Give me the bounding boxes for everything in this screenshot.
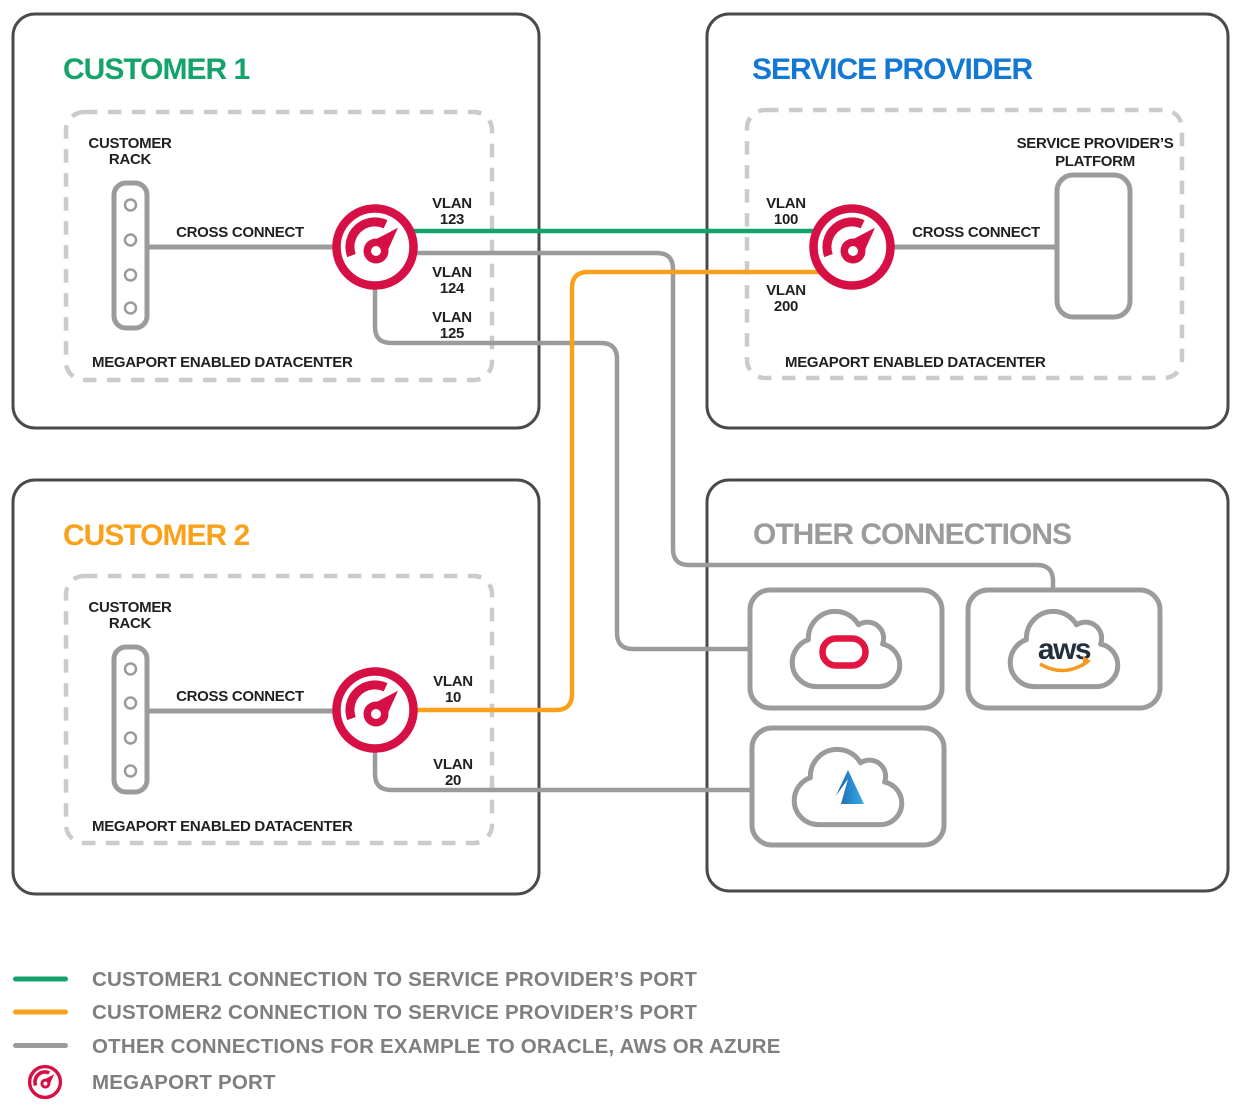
legend-megaport-port-icon (27, 1064, 63, 1100)
service-provider-platform-shape (1054, 172, 1133, 320)
customer2-to-provider-line (380, 269, 848, 713)
aws-cloud-icon: aws (1010, 611, 1118, 686)
customer1-rack-label-line2: RACK (109, 151, 152, 168)
service-provider-datacenter-dashed-box (744, 107, 1185, 381)
aws-logo-text: aws (1038, 633, 1091, 666)
customer2-rack-label-line1: CUSTOMER (88, 599, 172, 616)
provider-platform-label-line1: SERVICE PROVIDER’S (1017, 135, 1174, 152)
legend-orange-swatch (13, 1009, 68, 1015)
aws-card: aws (965, 587, 1163, 711)
oracle-cloud-icon (792, 611, 900, 686)
vlan-100-label-line1: VLAN (766, 195, 806, 212)
customer1-rack (111, 180, 150, 331)
vlan-200-label-line2: 200 (774, 298, 798, 315)
vlan-20-label-line1: VLAN (433, 756, 473, 773)
vlan-20-label-line2: 20 (445, 772, 461, 789)
customer2-cross-connect-label: CROSS CONNECT (176, 688, 304, 705)
customer2-rack (111, 644, 150, 795)
customer2-rack-label-line2: RACK (109, 615, 152, 632)
provider-datacenter-label: MEGAPORT ENABLED DATACENTER (785, 354, 1046, 371)
vlan-124-label-line1: VLAN (432, 264, 472, 281)
vlan125-to-oracle-line (372, 252, 754, 652)
customer1-megaport-port-icon (337, 209, 414, 286)
customer1-cross-connect-label: CROSS CONNECT (176, 224, 304, 241)
vlan-10-label-line1: VLAN (433, 673, 473, 690)
vlan-200-label-line1: VLAN (766, 282, 806, 299)
azure-cloud-icon (794, 749, 902, 824)
vlan-100-label-line2: 100 (774, 211, 798, 228)
oracle-card (747, 587, 945, 711)
customer1-title: CUSTOMER 1 (63, 53, 249, 86)
customer1-rack-label-line1: CUSTOMER (88, 135, 172, 152)
vlan-123-label-line1: VLAN (432, 195, 472, 212)
vlan-125-label-line1: VLAN (432, 309, 472, 326)
service-provider-megaport-port-icon (814, 209, 891, 286)
legend-label-other-connections: OTHER CONNECTIONS FOR EXAMPLE TO ORACLE,… (92, 1035, 781, 1058)
vlan-124-label-line2: 124 (440, 280, 465, 297)
customer2-datacenter-label: MEGAPORT ENABLED DATACENTER (92, 818, 353, 835)
customer2-title: CUSTOMER 2 (63, 519, 249, 552)
customer1-datacenter-dashed-box (63, 109, 495, 383)
service-provider-box (705, 12, 1230, 430)
legend-green-swatch (13, 976, 68, 982)
customer2-megaport-port-icon (337, 672, 414, 749)
vlan20-to-azure-line (372, 715, 756, 793)
service-provider-title: SERVICE PROVIDER (752, 53, 1034, 86)
legend-label-megaport-port: MEGAPORT PORT (92, 1071, 276, 1094)
vlan-10-label-line2: 10 (445, 689, 461, 706)
other-connections-title: OTHER CONNECTIONS (753, 518, 1071, 551)
azure-card (749, 725, 947, 848)
provider-cross-connect-label: CROSS CONNECT (912, 224, 1040, 241)
vlan-123-label-line2: 123 (440, 211, 464, 228)
customer1-datacenter-label: MEGAPORT ENABLED DATACENTER (92, 354, 353, 371)
legend-label-customer2: CUSTOMER2 CONNECTION TO SERVICE PROVIDER… (92, 1001, 697, 1024)
legend: CUSTOMER1 CONNECTION TO SERVICE PROVIDER… (13, 968, 781, 1100)
legend-gray-swatch (13, 1043, 68, 1048)
vlan124-to-aws-line (378, 250, 1056, 594)
provider-platform-label-line2: PLATFORM (1055, 153, 1135, 170)
vlan-125-label-line2: 125 (440, 325, 464, 342)
legend-label-customer1: CUSTOMER1 CONNECTION TO SERVICE PROVIDER… (92, 968, 697, 991)
